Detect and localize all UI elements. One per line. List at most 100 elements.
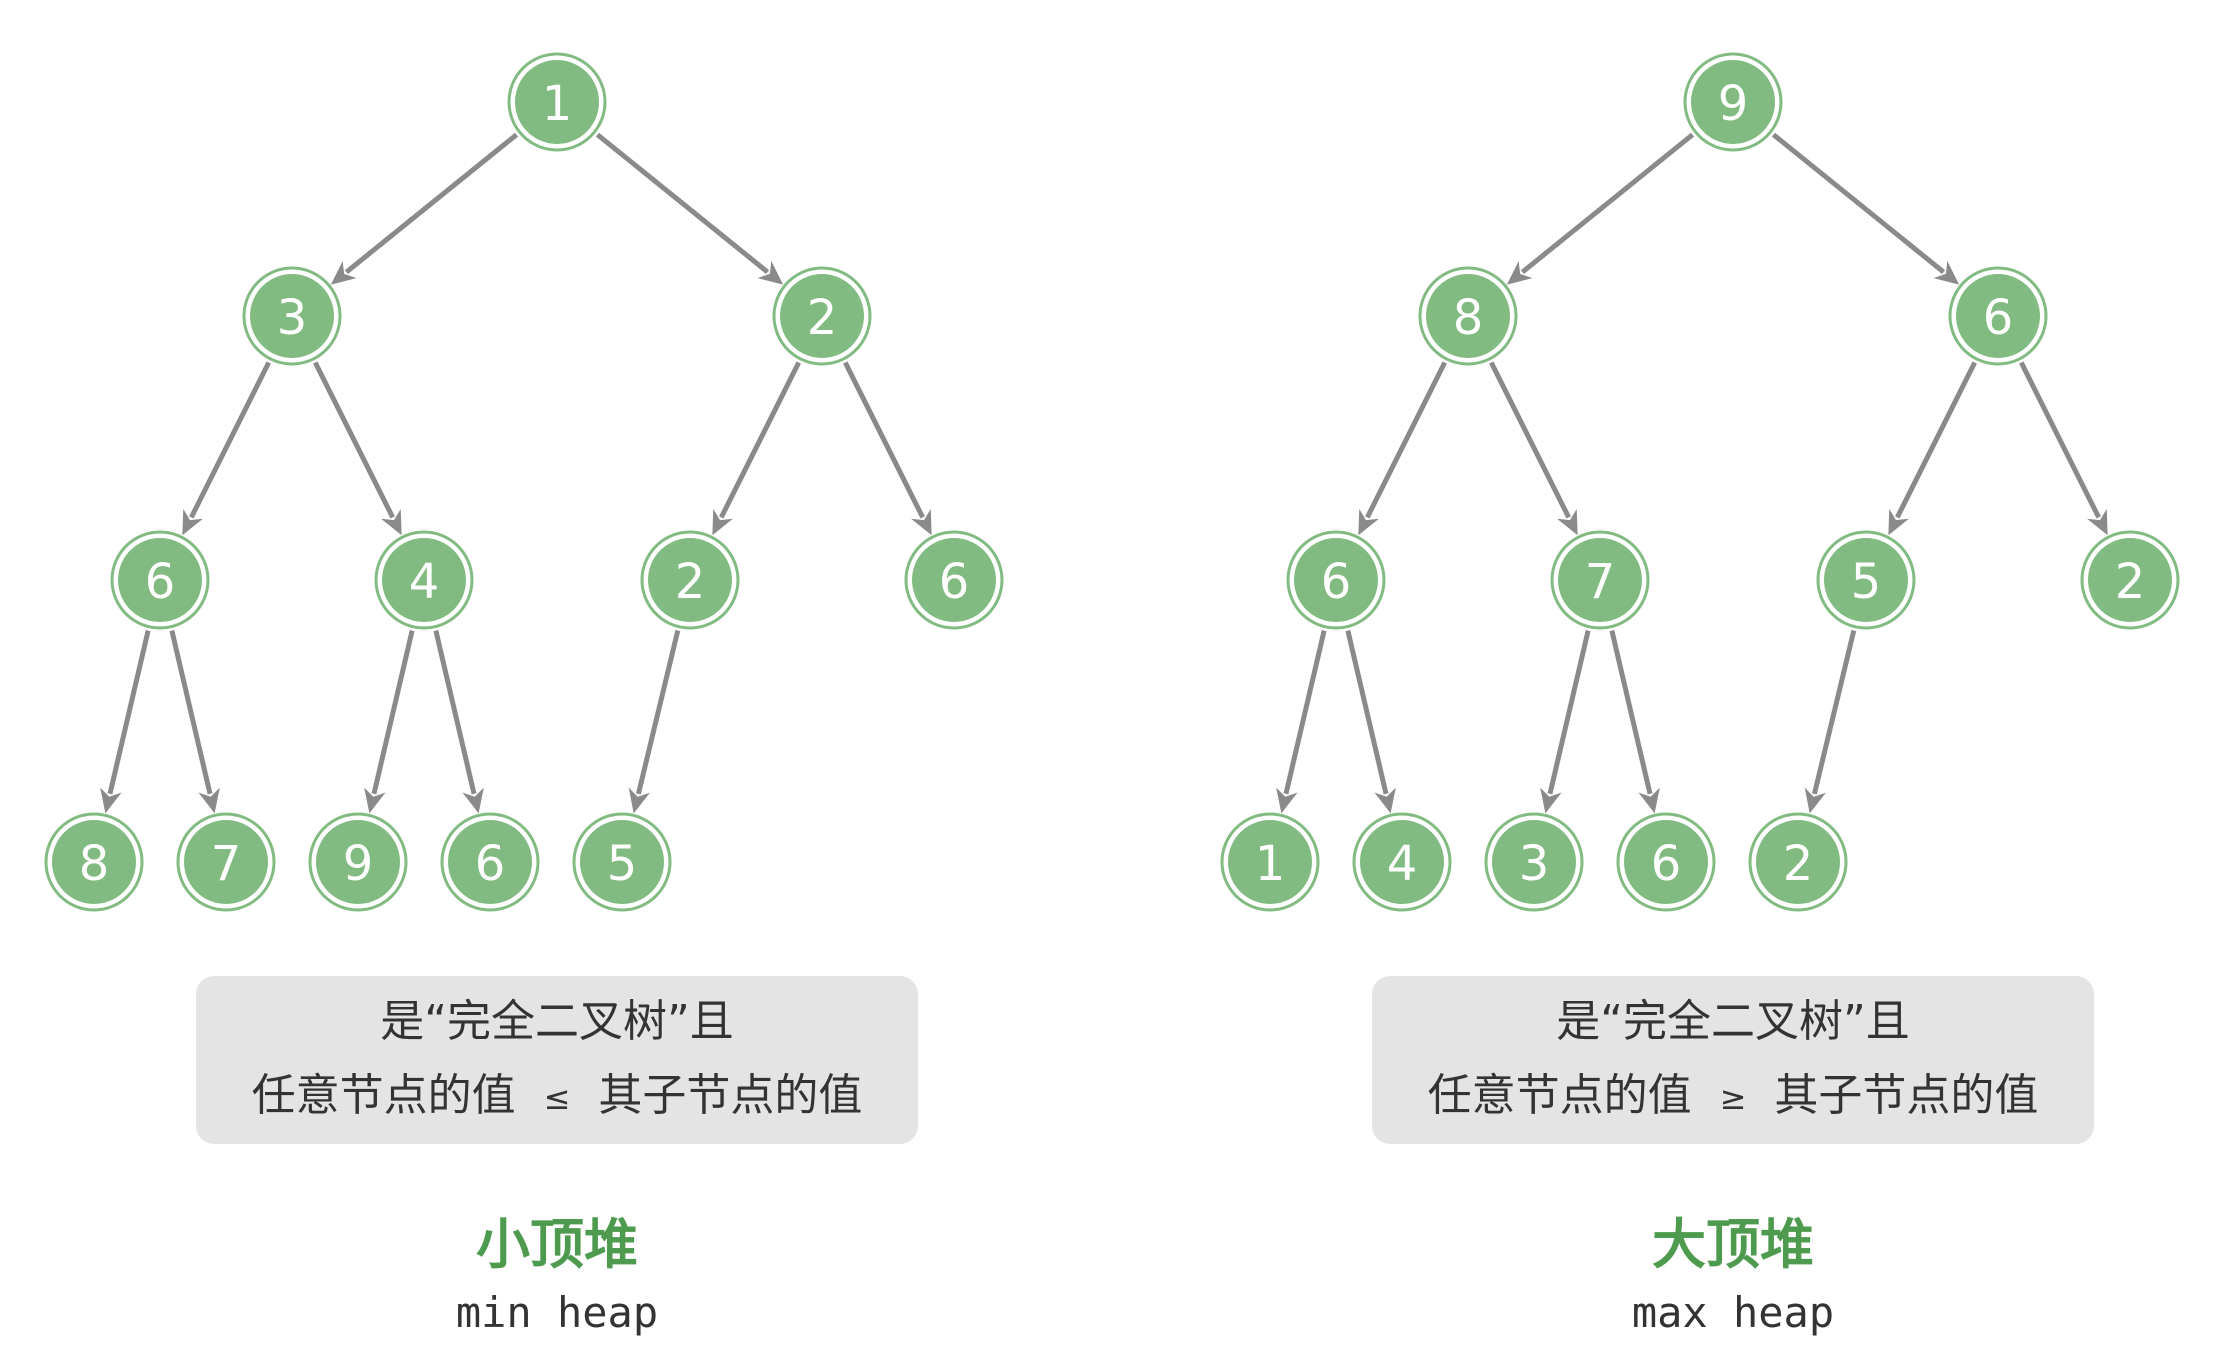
min-heap-arrow-head-r-rr <box>757 260 784 285</box>
min-heap-node-circle <box>444 816 536 908</box>
min-heap-node-ring <box>176 812 276 912</box>
max-heap-node-circle <box>1290 534 1382 626</box>
min-heap-node-rrr: 6 <box>904 530 1004 630</box>
max-heap-node-l: 8 <box>1418 266 1518 366</box>
max-heap-node-ring <box>1948 266 2048 366</box>
min-heap-node-value: 6 <box>939 554 970 610</box>
min-heap-node-ll: 6 <box>110 530 210 630</box>
min-heap-node-lrl: 9 <box>308 812 408 912</box>
min-heap-node-circle <box>908 534 1000 626</box>
max-heap-node-rr: 6 <box>1948 266 2048 366</box>
max-heap-edge-l-lr <box>1489 361 1571 519</box>
max-heap-node-r: 9 <box>1683 52 1783 152</box>
max-heap-node-ring <box>2080 530 2180 630</box>
min-heap-node-circle <box>180 816 272 908</box>
max-heap-node-ring <box>1220 812 1320 912</box>
max-heap-arrow-head-rr-rrr <box>2087 508 2108 536</box>
min-heap-node-ring <box>110 530 210 630</box>
max-heap-node-value: 6 <box>1651 836 1682 892</box>
max-heap-arrow-head-ll-llr <box>1374 787 1396 814</box>
max-heap-node-value: 2 <box>1783 836 1814 892</box>
min-heap-node-value: 6 <box>475 836 506 892</box>
max-heap-node-ring <box>1286 530 1386 630</box>
min-heap-node-value: 3 <box>277 290 308 346</box>
max-heap-node-ring <box>1418 266 1518 366</box>
min-heap-arrow-head-rl-rll <box>628 787 651 814</box>
max-heap-node-value: 2 <box>2115 554 2146 610</box>
max-heap-node-circle <box>1752 816 1844 908</box>
min-heap-node-ring <box>572 812 672 912</box>
min-heap-node-rr: 2 <box>772 266 872 366</box>
max-heap-node-rl: 5 <box>1816 530 1916 630</box>
max-heap-operator: ≥ <box>1719 1079 1747 1117</box>
min-heap-edge-r-rr <box>595 132 770 274</box>
min-heap-edge-lr-lrr <box>433 630 477 795</box>
max-heap-node-circle <box>1952 270 2044 362</box>
max-heap-edge-ll-llr <box>1345 630 1389 795</box>
min-heap-arrow-head-ll-llr <box>198 787 220 814</box>
max-heap-edge-r-rr <box>1771 132 1946 274</box>
min-heap-node-lr: 4 <box>374 530 474 630</box>
min-heap-arrow-head-lr-lrl <box>364 787 386 814</box>
min-heap-node-circle <box>776 270 868 362</box>
min-heap-caption-line2: 任意节点的值≤其子节点的值 <box>252 1059 863 1135</box>
min-heap-caption-right: 其子节点的值 <box>598 1070 863 1121</box>
min-heap-edge-r-l <box>344 132 519 274</box>
max-heap-node-lll: 1 <box>1220 812 1320 912</box>
min-heap-title: 小顶堆 <box>476 1213 638 1276</box>
max-heap-edge-lr-lrr <box>1609 630 1653 795</box>
max-heap-edge-r-l <box>1520 132 1695 274</box>
max-heap-node-lrl: 3 <box>1484 812 1584 912</box>
min-heap-node-lrr: 6 <box>440 812 540 912</box>
min-heap-arrow-head-ll-lll <box>100 787 122 814</box>
min-heap-node-value: 2 <box>807 290 838 346</box>
min-heap-node-value: 6 <box>145 554 176 610</box>
max-heap-node-ring <box>1550 530 1650 630</box>
max-heap-arrow-head-r-rr <box>1933 260 1960 285</box>
min-heap-arrow-head-lr-lrr <box>462 787 484 814</box>
max-heap-node-value: 1 <box>1255 836 1286 892</box>
max-heap-node-circle <box>1820 534 1912 626</box>
max-heap-node-value: 3 <box>1519 836 1550 892</box>
min-heap-edge-rl-rll <box>635 629 681 795</box>
min-heap-node-ring <box>44 812 144 912</box>
max-heap-node-circle <box>2084 534 2176 626</box>
min-heap-node-ring <box>374 530 474 630</box>
min-heap-node-value: 4 <box>409 554 440 610</box>
min-heap-node-circle <box>576 816 668 908</box>
min-heap-node-value: 1 <box>542 76 573 132</box>
max-heap-node-value: 6 <box>1983 290 2014 346</box>
min-heap-edge-rr-rrr <box>843 361 925 519</box>
max-heap-node-value: 5 <box>1851 554 1882 610</box>
min-heap-node-value: 2 <box>675 554 706 610</box>
max-heap-arrow-head-r-l <box>1506 260 1533 285</box>
max-heap-node-value: 8 <box>1453 290 1484 346</box>
min-heap-subtitle: min heap <box>455 1288 659 1337</box>
min-heap-node-circle <box>48 816 140 908</box>
max-heap-node-ring <box>1616 812 1716 912</box>
min-heap-node-ring <box>772 266 872 366</box>
min-heap-arrow-head-rr-rl <box>712 508 733 536</box>
max-heap-node-ring <box>1816 530 1916 630</box>
max-heap-edge-rr-rl <box>1895 361 1977 519</box>
min-heap-node-circle <box>312 816 404 908</box>
max-heap-node-circle <box>1224 816 1316 908</box>
max-heap-node-llr: 4 <box>1352 812 1452 912</box>
min-heap-arrow-head-l-ll <box>182 508 203 536</box>
max-heap-node-rrr: 2 <box>2080 530 2180 630</box>
min-heap-edge-ll-llr <box>169 630 213 795</box>
max-heap-node-circle <box>1356 816 1448 908</box>
max-heap-arrow-head-l-lr <box>1557 508 1578 536</box>
min-heap-edge-ll-lll <box>107 630 151 795</box>
min-heap-arrow-head-l-lr <box>381 508 402 536</box>
max-heap-node-circle <box>1620 816 1712 908</box>
max-heap-node-circle <box>1554 534 1646 626</box>
min-heap-node-value: 7 <box>211 836 242 892</box>
max-heap-caption-line1: 是“完全二叉树”且 <box>1556 996 1910 1047</box>
min-heap-caption-left: 任意节点的值 <box>251 1070 516 1121</box>
max-heap-edge-rl-rll <box>1811 629 1857 795</box>
max-heap-caption-line2: 任意节点的值≥其子节点的值 <box>1428 1059 2039 1135</box>
min-heap-node-circle <box>246 270 338 362</box>
min-heap-caption-box: 是“完全二叉树”且 任意节点的值≤其子节点的值 <box>196 976 918 1144</box>
